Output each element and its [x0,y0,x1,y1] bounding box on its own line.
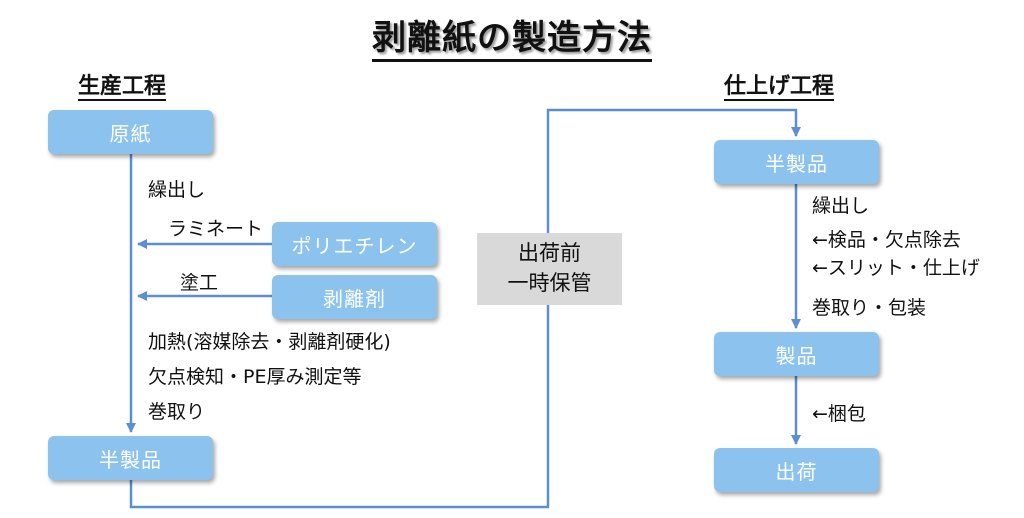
production-process-heading-text: 生産工程 [78,74,167,101]
finishing-process-heading-text: 仕上げ工程 [724,74,835,101]
left-semi-product-box: 半製品 [48,436,213,480]
transfer-flow-line [129,108,801,509]
shipment-box: 出荷 [714,448,879,492]
polyethylene-box: ポリエチレン [272,222,437,266]
inspect-note: ←検品・欠点除去 [812,229,961,251]
slit-note: ←スリット・仕上げ [812,257,980,279]
storage-line-1: 出荷前 [518,241,581,265]
coating-note: 塗工 [180,272,219,294]
release-agent-box: 剥離剤 [272,275,437,319]
product-box: 製品 [714,332,879,376]
storage-line-2: 一時保管 [507,271,592,295]
base-paper-box: 原紙 [48,110,213,154]
page-title-text: 剥離紙の製造方法 [372,18,652,62]
rewind-note: 巻取り [148,401,206,423]
right-unwind-note: 繰出し [812,195,870,217]
heating-note: 加熱(溶媒除去・剥離剤硬化) [148,331,391,353]
rewind-pack-note: 巻取り・包装 [812,297,927,319]
page-title: 剥離紙の製造方法 [0,10,1024,62]
bundle-note: ←梱包 [812,403,866,425]
inspection-note: 欠点検知・PE厚み測定等 [148,366,362,388]
finishing-process-heading: 仕上げ工程 [724,68,835,101]
right-semi-product-box: 半製品 [714,140,879,184]
laminate-note: ラミネート [168,218,264,240]
production-process-heading: 生産工程 [78,68,167,101]
unwind-note: 繰出し [148,179,206,201]
temporary-storage-box: 出荷前 一時保管 [477,233,622,305]
